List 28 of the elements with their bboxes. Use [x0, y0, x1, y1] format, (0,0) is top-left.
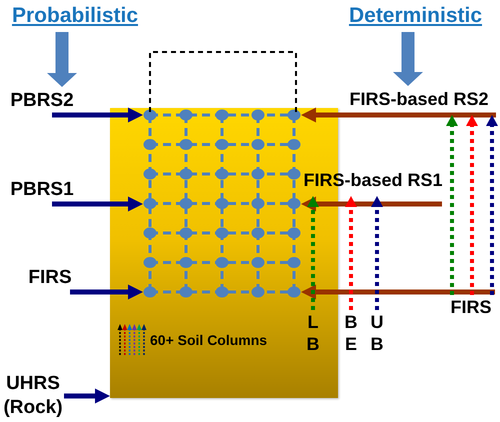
block-arrow: [393, 32, 423, 86]
arrow: [307, 196, 319, 310]
input-label: FIRS: [445, 297, 497, 319]
input-label: FIRS-based RS2: [340, 89, 498, 111]
arrow: [466, 115, 478, 295]
arrow: [301, 196, 442, 212]
arrow: [446, 115, 458, 295]
arrow: [486, 115, 498, 295]
arrow: [52, 108, 143, 122]
bound-label: L B: [304, 312, 322, 354]
arrow: [371, 196, 383, 310]
arrow: [52, 196, 143, 212]
block-arrow: [47, 32, 77, 87]
input-label: UHRS (Rock): [2, 374, 64, 418]
input-label: FIRS: [20, 267, 80, 289]
bound-label: B E: [342, 312, 360, 354]
soil-columns-label: 60+ Soil Columns: [150, 332, 268, 348]
arrow: [70, 284, 143, 300]
heading: Probabilistic: [2, 3, 148, 29]
heading: Deterministic: [338, 3, 493, 29]
bound-label: U B: [368, 312, 386, 354]
input-label: PBRS2: [2, 90, 82, 112]
arrow: [64, 388, 110, 404]
input-label: PBRS1: [2, 179, 82, 201]
arrow: [301, 284, 495, 300]
arrow: [345, 196, 357, 310]
node-grid-drawing: [143, 108, 301, 299]
arrow: [301, 108, 496, 122]
